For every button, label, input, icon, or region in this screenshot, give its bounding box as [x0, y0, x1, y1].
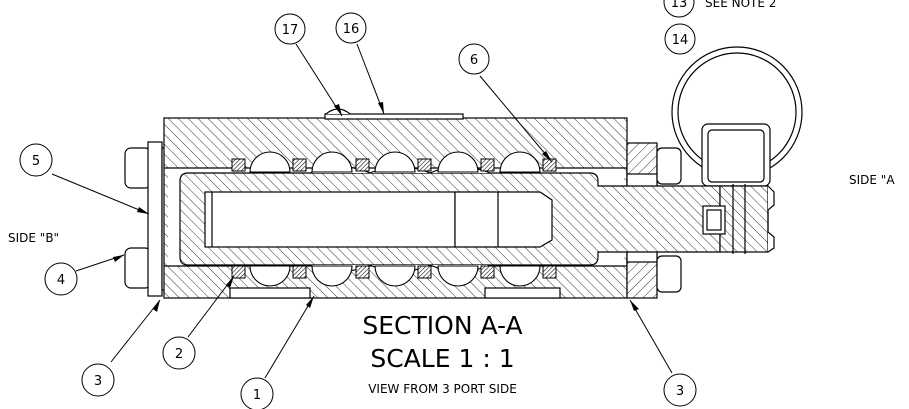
balloon-14-text: 14: [672, 33, 689, 48]
view-caption: VIEW FROM 3 PORT SIDE: [368, 382, 517, 396]
balloon-13: 13: [663, 0, 695, 18]
balloon-16-text: 16: [343, 22, 360, 37]
ball-row-top: [249, 151, 541, 173]
side-a-label: SIDE "A: [849, 173, 895, 187]
balloon-3-right-text: 3: [676, 384, 684, 399]
section-title: SECTION A-A: [362, 311, 523, 340]
balloon-5: 5: [19, 143, 53, 177]
balloon-3-right: 3: [663, 373, 697, 407]
seal-rings: [231, 158, 557, 279]
balloon-16: 16: [335, 12, 367, 44]
leader-lines: [51, 43, 673, 379]
balloon-17-text: 17: [282, 23, 299, 38]
roller-assembly: [671, 46, 803, 187]
balloon-1: 1: [240, 377, 274, 409]
balloon-2-text: 2: [175, 347, 183, 362]
balloon-4: 4: [44, 262, 78, 296]
scale-label: SCALE 1 : 1: [370, 344, 515, 373]
balloon-2: 2: [162, 336, 196, 370]
spool: [179, 165, 721, 273]
balloon-3-left-text: 3: [94, 374, 102, 389]
balloon-5-text: 5: [32, 154, 40, 169]
balloon-13-text: 13: [671, 0, 688, 11]
ball-row-bottom: [249, 265, 541, 287]
balloon-6-text: 6: [470, 53, 478, 68]
left-end-cap: [124, 141, 167, 297]
balloon-6: 6: [458, 43, 490, 75]
balloon-1-text: 1: [253, 388, 261, 403]
balloon-4-text: 4: [57, 273, 65, 288]
balloon-17: 17: [274, 13, 306, 45]
rod-end: [702, 184, 775, 254]
leader-arrowheads: [113, 102, 639, 312]
note-reference: SEE NOTE 2: [705, 0, 777, 10]
balloon-3-left: 3: [81, 363, 115, 397]
balloon-14: 14: [664, 23, 696, 55]
side-b-label: SIDE "B": [8, 231, 60, 245]
